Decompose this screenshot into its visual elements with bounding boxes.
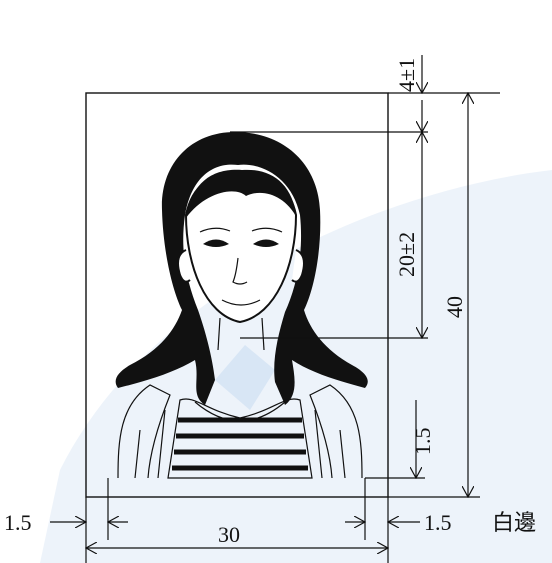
- left-ear: [177, 249, 191, 283]
- neck: [217, 317, 265, 351]
- label-top-margin: 4±1: [394, 58, 419, 92]
- label-width: 30: [218, 522, 240, 547]
- watermark-logo: [215, 345, 275, 410]
- jacket-fold-left: [134, 409, 166, 479]
- striped-top-outline: [167, 398, 313, 479]
- label-right-border: 1.5: [424, 510, 452, 535]
- label-total-height: 40: [442, 296, 467, 318]
- collar: [194, 401, 286, 422]
- bangs: [186, 169, 297, 218]
- portrait-illustration: [115, 132, 368, 479]
- label-head-height: 20±2: [394, 232, 419, 277]
- label-bottom-margin: 1.5: [410, 428, 435, 456]
- right-brow: [251, 227, 283, 233]
- left-brow: [199, 227, 231, 233]
- jacket-right: [309, 384, 363, 479]
- right-ear: [291, 249, 305, 283]
- hair-shape: [115, 132, 368, 405]
- jacket-left: [117, 384, 171, 479]
- mouth: [221, 299, 261, 306]
- photo-frame: [85, 92, 389, 498]
- label-border-note: 白邊: [492, 511, 536, 536]
- right-eye: [253, 239, 279, 247]
- jacket-fold-right: [314, 409, 346, 479]
- nose: [232, 257, 248, 285]
- left-eye: [203, 239, 229, 247]
- stripes: [172, 417, 308, 471]
- label-left-border: 1.5: [4, 510, 32, 535]
